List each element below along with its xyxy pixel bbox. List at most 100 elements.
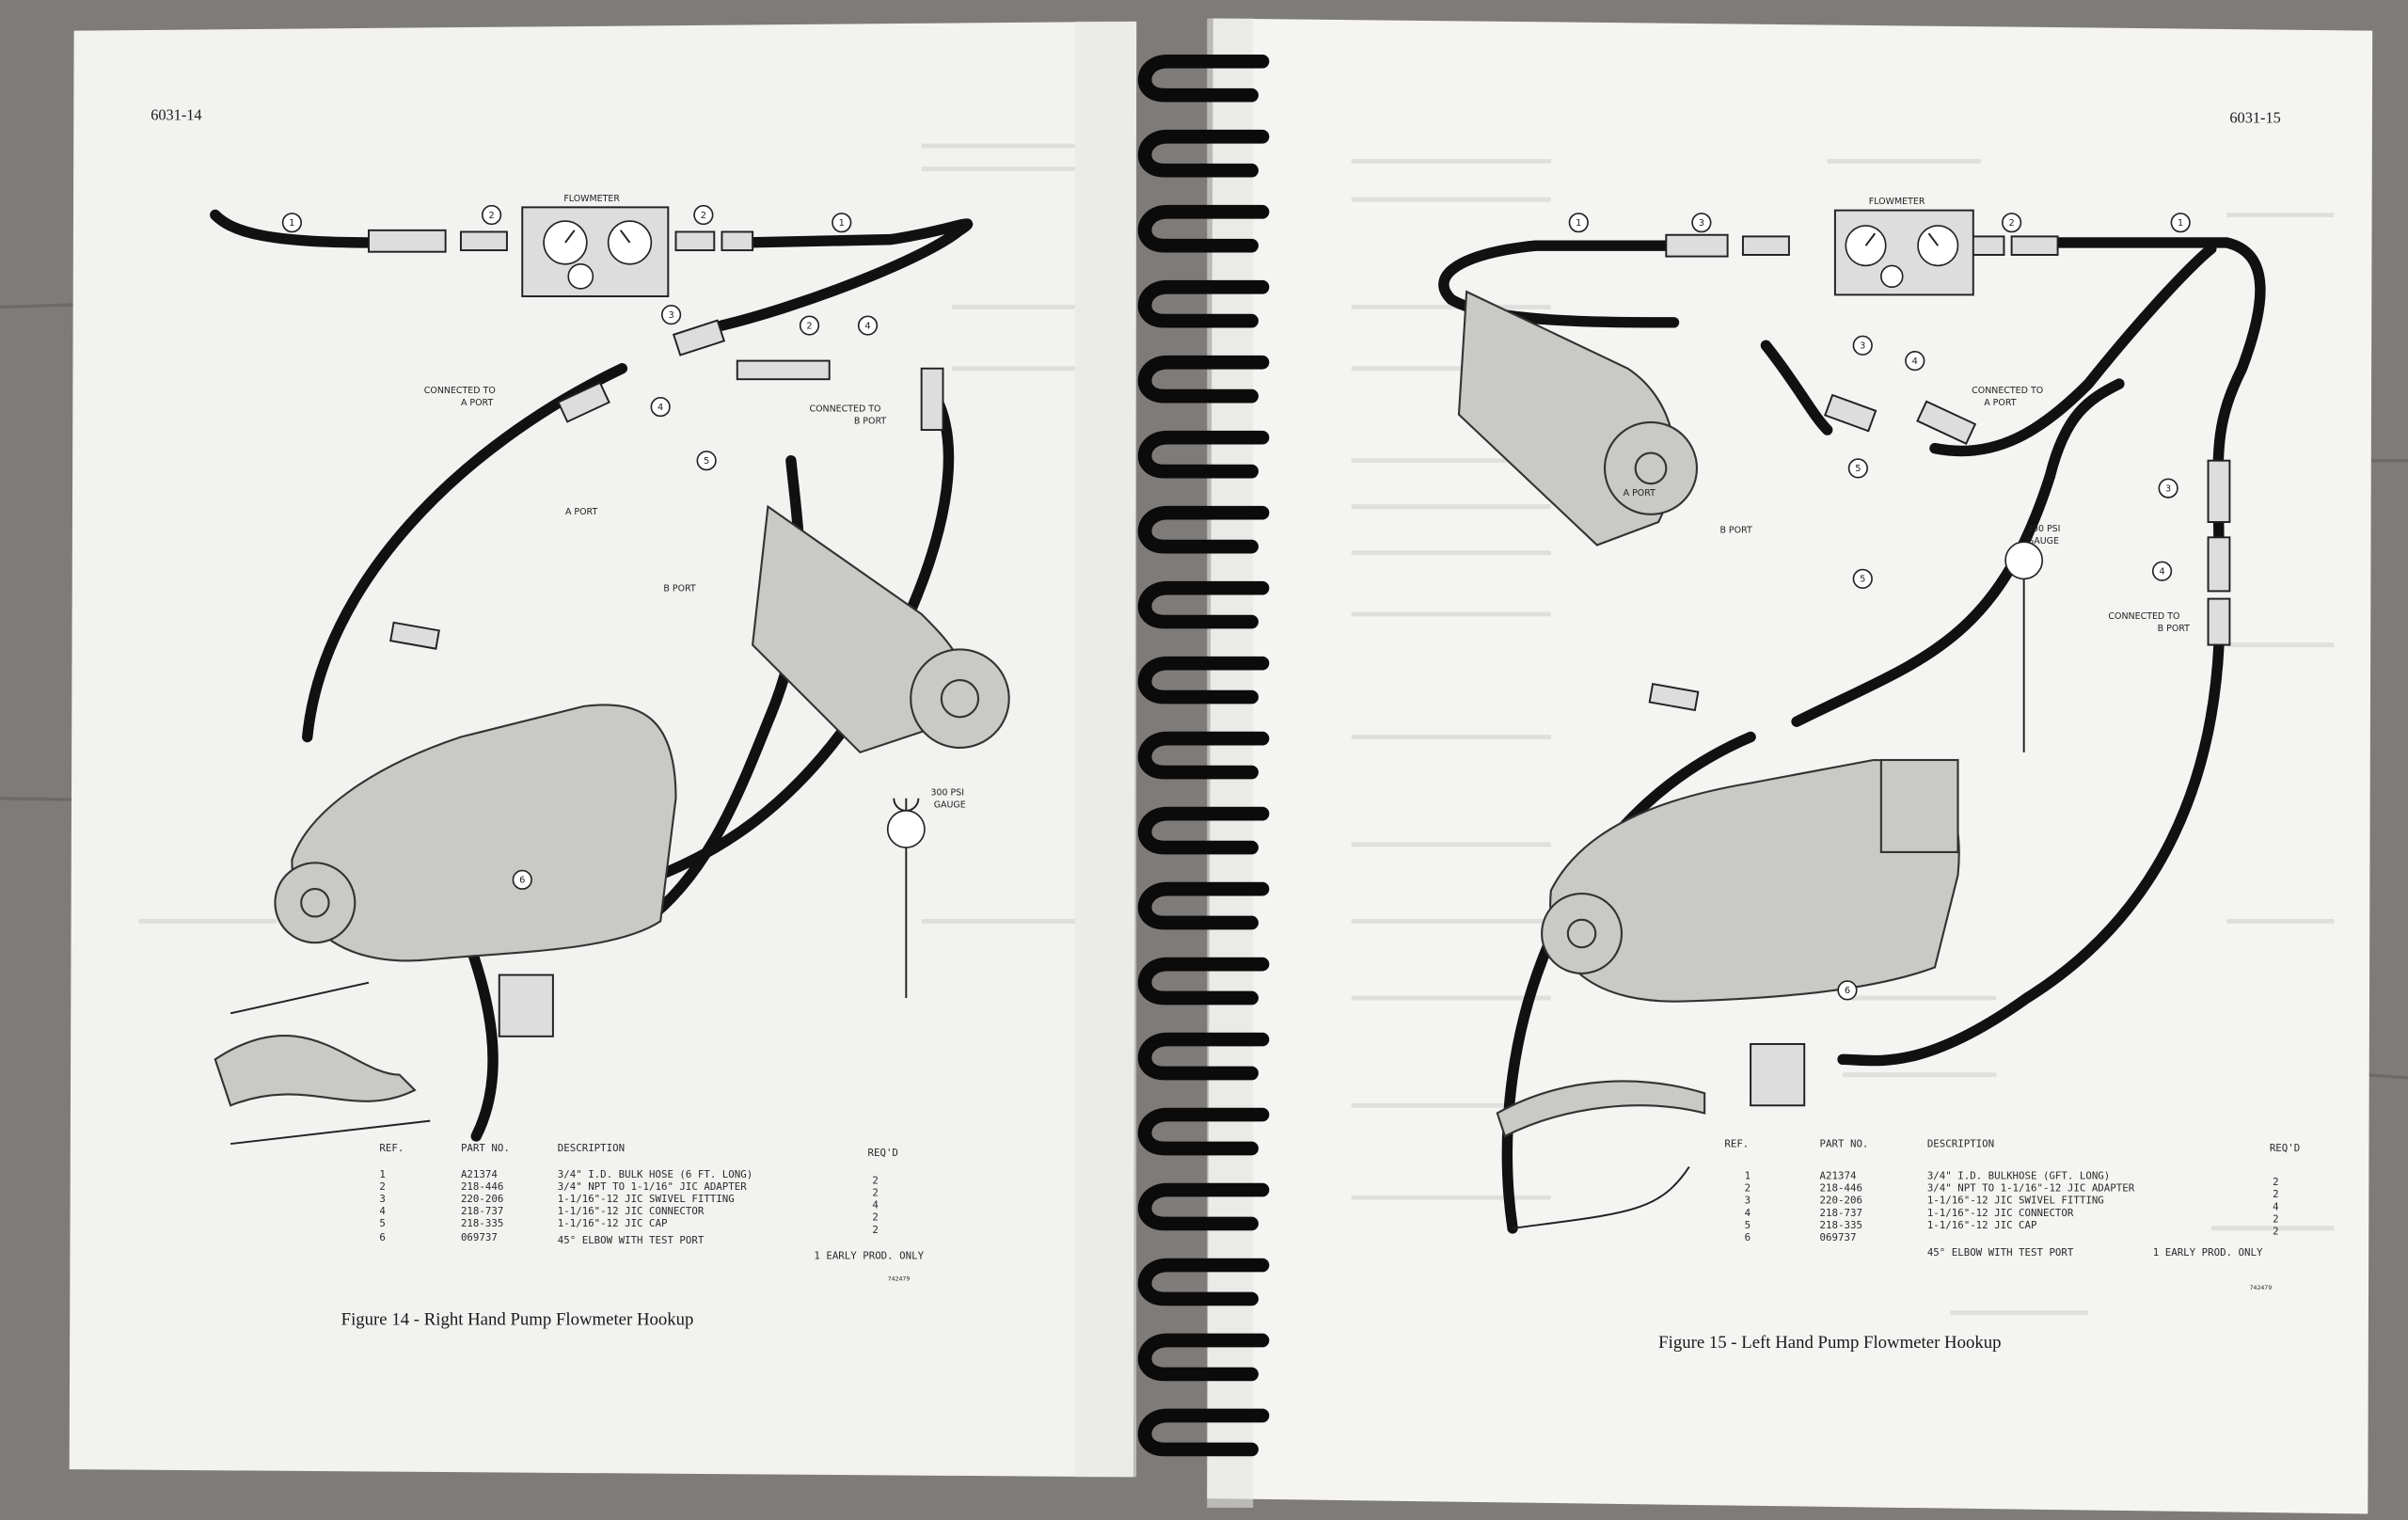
svg-text:2: 2 [701,211,706,221]
svg-text:2: 2 [872,1224,878,1236]
svg-text:5: 5 [1855,464,1861,474]
svg-text:3: 3 [668,310,673,321]
header-reqd: REQ'D [2270,1142,2300,1154]
svg-text:069737: 069737 [1820,1231,1857,1243]
left-gauge-line2: GAUGE [934,800,966,811]
table-row: 4 218-737 1-1/16"-12 JIC CONNECTOR 2 [1745,1207,2279,1226]
callout-6: 6 [512,869,532,890]
svg-text:4: 4 [872,1199,878,1211]
left-hookup-diagram: FLOWMETER CONNECTED TO A PORT CONNECTED … [210,194,1010,1146]
svg-text:218-335: 218-335 [461,1217,503,1229]
svg-text:3: 3 [1860,341,1865,352]
svg-text:1-1/16"-12 JIC CONNECTOR: 1-1/16"-12 JIC CONNECTOR [1927,1207,2074,1219]
svg-text:4: 4 [657,403,663,413]
binding-ring [1137,430,1270,479]
svg-text:4: 4 [1912,356,1918,367]
svg-text:1: 1 [289,218,294,229]
svg-text:1-1/16"-12 JIC CAP: 1-1/16"-12 JIC CAP [1927,1219,2037,1231]
callout-2: 2 [799,315,820,336]
callout-1: 1 [2170,213,2191,233]
binding-ring [1137,1182,1270,1231]
callout-3: 3 [2158,478,2178,499]
svg-text:3/4" NPT TO 1-1/16"-12 JIC ADA: 3/4" NPT TO 1-1/16"-12 JIC ADAPTER [1927,1182,2135,1195]
callout-2: 2 [481,204,502,226]
svg-text:218-737: 218-737 [461,1205,503,1217]
header-ref: REF. [1724,1137,1749,1149]
callout-3: 3 [1852,335,1873,356]
svg-text:6: 6 [1845,986,1850,996]
right-pump-assembly [1457,290,2044,1229]
binding-ring [1137,656,1270,705]
svg-text:2: 2 [488,211,494,221]
svg-text:4: 4 [864,321,870,331]
right-flowmeter-label: FLOWMETER [1869,197,1925,207]
binding-ring [1137,1258,1270,1306]
svg-text:2: 2 [1745,1182,1751,1195]
binding-ring [1137,204,1270,253]
right-figure-caption: Figure 15 - Left Hand Pump Flowmeter Hoo… [1658,1333,2001,1353]
svg-text:2: 2 [872,1187,878,1199]
svg-text:4: 4 [2159,566,2164,577]
svg-text:2: 2 [379,1180,385,1193]
header-description: DESCRIPTION [1927,1137,1994,1149]
svg-text:5: 5 [1745,1219,1751,1231]
callout-5: 5 [1852,568,1873,589]
svg-text:45° ELBOW WITH TEST PORT: 45° ELBOW WITH TEST PORT [1927,1246,2074,1259]
binding-ring [1137,505,1270,554]
svg-text:1: 1 [1745,1170,1751,1182]
binding-ring [1137,1107,1270,1156]
binding-ring [1137,1408,1270,1457]
svg-text:2: 2 [2273,1212,2278,1225]
svg-text:2: 2 [806,321,812,331]
left-a-port-label: A PORT [565,507,597,517]
left-page-number: 6031-14 [150,105,201,123]
right-connected-a-line1: CONNECTED TO [1972,386,2043,396]
svg-text:6: 6 [379,1231,385,1243]
left-connected-b-line1: CONNECTED TO [809,404,880,414]
binding-ring [1137,355,1270,404]
callout-5: 5 [1847,458,1868,479]
drawing-code: 742479 [888,1275,911,1282]
left-figure-caption: Figure 14 - Right Hand Pump Flowmeter Ho… [341,1310,694,1330]
svg-text:6: 6 [519,876,525,886]
binding-ring [1137,580,1270,629]
callout-6: 6 [1837,980,1858,1001]
svg-text:218-446: 218-446 [1820,1182,1862,1195]
left-flowmeter-label: FLOWMETER [563,194,620,204]
left-connected-b-line2: B PORT [854,417,887,427]
svg-text:3/4" I.D. BULKHOSE (GFT. LONG): 3/4" I.D. BULKHOSE (GFT. LONG) [1927,1170,2110,1182]
drawing-code: 742479 [2250,1284,2273,1291]
callout-5: 5 [696,451,717,471]
right-gauge-line1: 300 PSI [2027,524,2061,534]
svg-text:2: 2 [2273,1176,2278,1188]
svg-text:4: 4 [1745,1207,1751,1219]
table-row: 2 218-446 3/4" NPT TO 1-1/16"-12 JIC ADAPT… [1745,1182,2279,1201]
svg-text:5: 5 [1860,575,1865,585]
binding-ring [1137,731,1270,780]
header-ref: REF. [379,1142,404,1154]
svg-text:6: 6 [1745,1231,1751,1243]
left-b-port-label: B PORT [663,583,696,594]
right-a-port-label: A PORT [1624,488,1656,499]
left-flowmeter [521,206,670,298]
svg-text:1: 1 [2178,218,2183,229]
callout-4: 4 [1905,350,1925,372]
svg-text:1: 1 [1576,218,1581,229]
svg-text:4: 4 [2273,1200,2278,1212]
svg-text:218-737: 218-737 [1820,1207,1862,1219]
left-connected-a-line1: CONNECTED TO [424,386,496,396]
callout-2: 2 [693,204,714,226]
svg-text:1 EARLY PROD. ONLY: 1 EARLY PROD. ONLY [814,1250,924,1262]
svg-text:3: 3 [2165,483,2171,494]
right-flowmeter [1833,209,1974,296]
